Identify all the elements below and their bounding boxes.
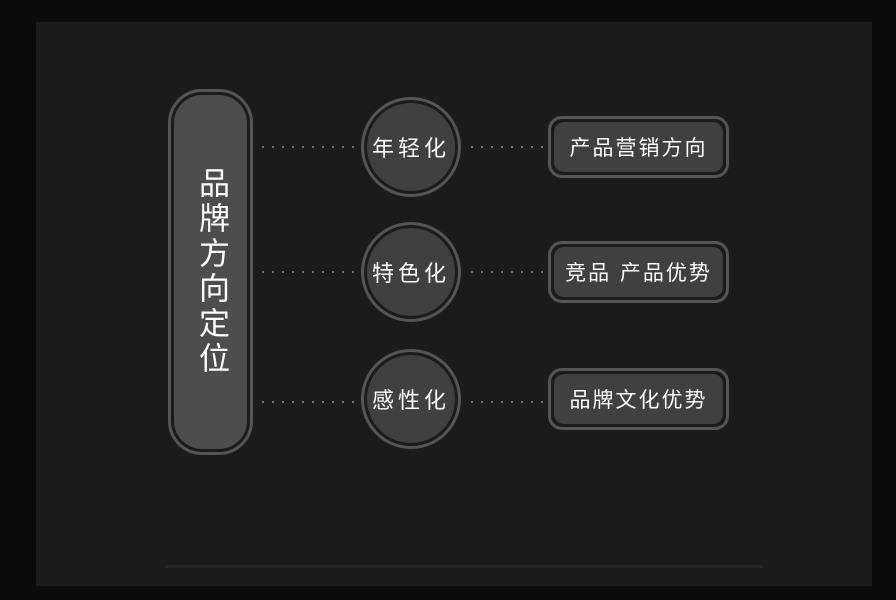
category-node: 感性化: [361, 349, 461, 449]
connector-left-2: [258, 271, 356, 273]
result-node: 竞品 产品优势: [548, 241, 729, 303]
connector-left-3: [258, 401, 356, 403]
category-node: 年轻化: [361, 97, 461, 197]
result-node: 品牌文化优势: [548, 368, 729, 430]
connector-right-2: [467, 271, 545, 273]
result-node: 产品营销方向: [548, 116, 729, 178]
slide-background: [36, 22, 872, 586]
root-node: 品牌方向定位: [168, 89, 253, 455]
connector-right-1: [467, 146, 545, 148]
category-node: 特色化: [361, 222, 461, 322]
connector-right-3: [467, 401, 545, 403]
root-label: 品牌方向定位: [193, 167, 229, 377]
connector-left-1: [258, 146, 356, 148]
bottom-divider: [165, 565, 763, 568]
